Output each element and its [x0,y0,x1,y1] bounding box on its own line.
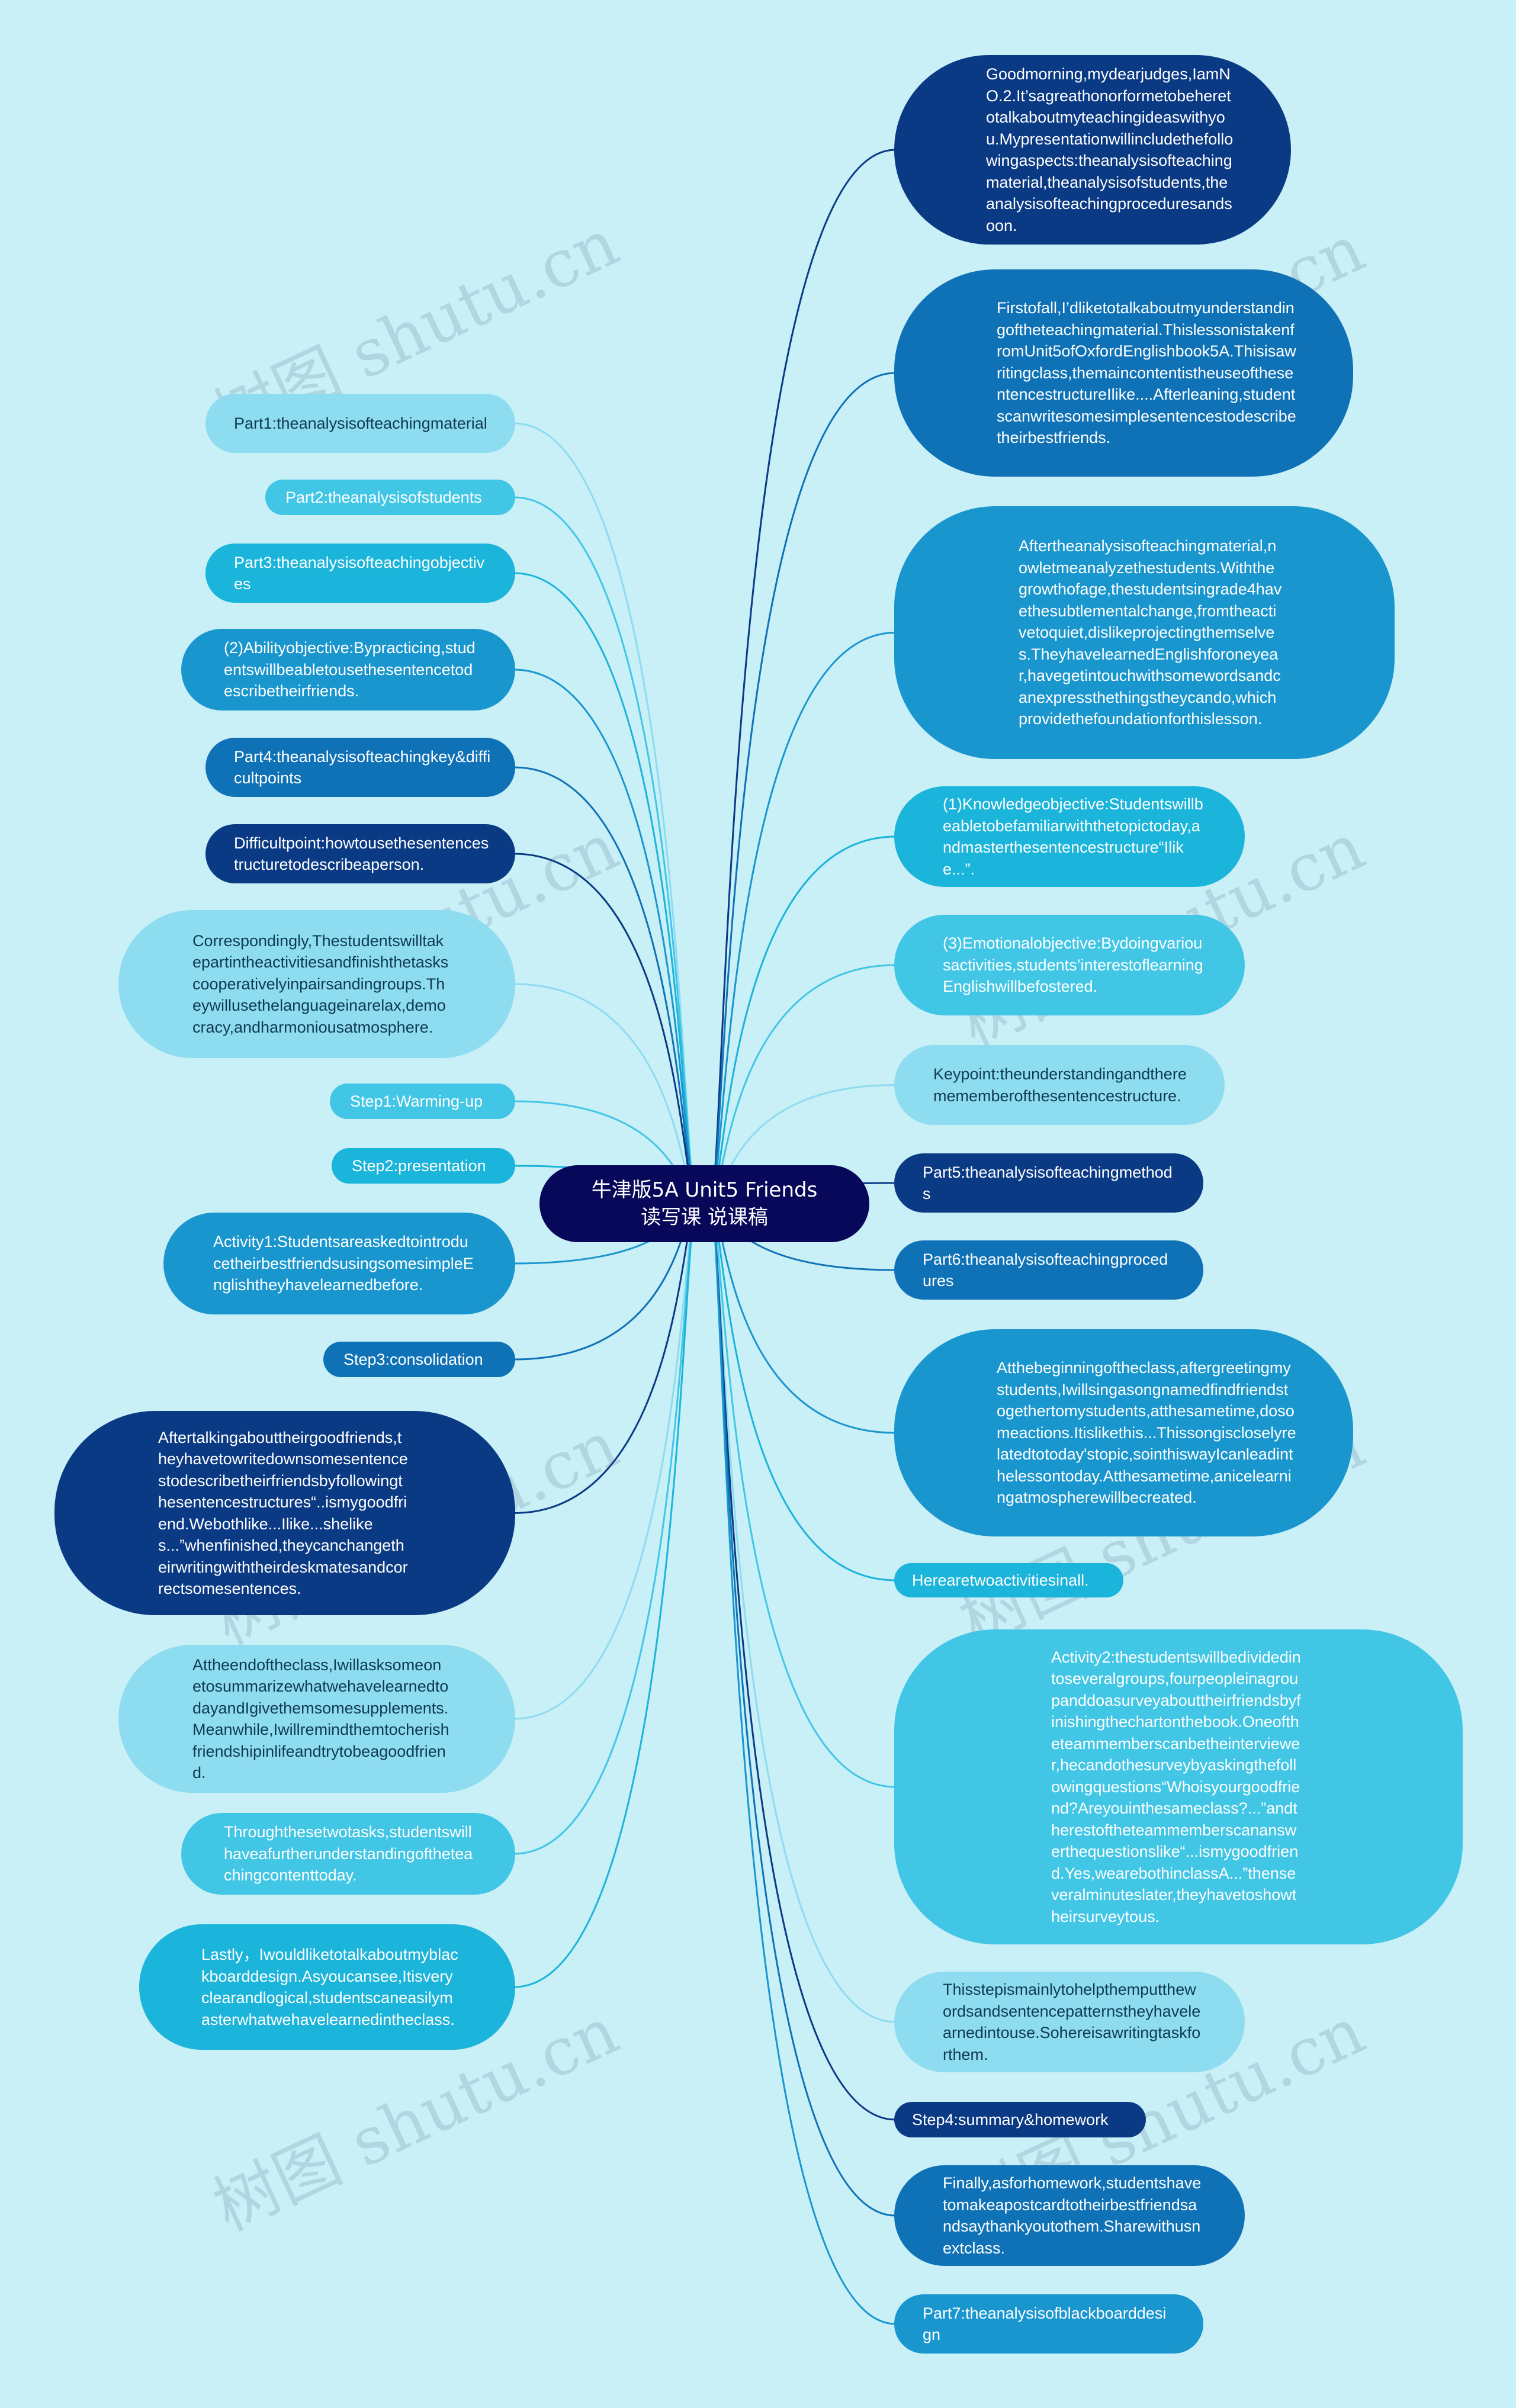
node-homework[interactable]: Finally,asforhomework,studentshavetomake… [894,2165,1245,2266]
node-text: (3)Emotionalobjective:Bydoingvariousacti… [943,934,1203,996]
node-text: Part6:theanalysisofteachingprocedures [923,1250,1168,1290]
node-warming-up-detail[interactable]: Atthebeginningoftheclass,aftergreetingmy… [894,1329,1353,1536]
node-text: Activity1:Studentsareaskedtointroducethe… [213,1233,474,1294]
node-text: Keypoint:theunderstandingandtherememembe… [933,1065,1187,1105]
node-consolidation-detail[interactable]: Thisstepismainlytohelpthemputthewordsand… [894,1972,1245,2072]
node-text: Finally,asforhomework,studentshavetomake… [943,2174,1202,2257]
node-text: Atthebeginningoftheclass,aftergreetingmy… [997,1359,1296,1507]
node-text: Firstofall,I’dliketotalkaboutmyunderstan… [997,299,1296,447]
node-text: Part2:theanalysisofstudents [285,488,482,506]
node-two-tasks-understanding[interactable]: Throughthesetwotasks,studentswillhaveafu… [181,1813,515,1895]
node-part4-key-difficult[interactable]: Part4:theanalysisofteachingkey&difficult… [205,738,515,797]
connector-line [709,1203,896,2325]
connector-line [709,632,896,1205]
node-introduction[interactable]: Goodmorning,mydearjudges,IamNO.2.It’sagr… [894,55,1291,245]
node-emotional-objective[interactable]: (3)Emotionalobjective:Bydoingvariousacti… [894,915,1245,1015]
node-students-analysis[interactable]: Aftertheanalysisofteachingmaterial,nowle… [894,506,1395,759]
node-text: Goodmorning,mydearjudges,IamNO.2.It’sagr… [986,65,1234,234]
node-text: Aftertheanalysisofteachingmaterial,nowle… [1019,537,1282,728]
node-part7-blackboard[interactable]: Part7:theanalysisofblackboarddesign [894,2294,1203,2354]
node-text: (1)Knowledgeobjective:Studentswillbeable… [943,795,1203,878]
node-summary-detail[interactable]: Attheendoftheclass,Iwillasksomeonetosumm… [118,1645,515,1793]
connector-line [709,1203,896,1581]
node-text: Step3:consolidation [343,1350,483,1368]
node-activity1[interactable]: Activity1:Studentsareaskedtointroducethe… [163,1213,515,1314]
connector-line [709,1203,896,2023]
connector-line [709,1203,896,2121]
connector-line [709,1203,896,1788]
node-text: Part5:theanalysisofteachingmethods [923,1163,1173,1203]
node-step2-presentation[interactable]: Step2:presentation [332,1148,515,1184]
node-text: Part3:theanalysisofteachingobjectives [234,553,485,593]
node-two-activities[interactable]: Herearetwoactivitiesinall. [894,1563,1123,1597]
node-part3-objectives[interactable]: Part3:theanalysisofteachingobjectives [205,544,515,603]
connector-line [709,835,896,1205]
node-text: Activity2:thestudentswillbedividedintose… [1051,1648,1301,1925]
connector-line [513,1203,698,1720]
connector-line [709,372,896,1205]
connector-line [513,1203,698,1988]
root-title-line2: 读写课 说课稿 [641,1205,768,1229]
node-text: Part1:theanalysisofteachingmaterial [234,414,487,432]
node-writing-task[interactable]: Aftertalkingabouttheirgoodfriends,theyha… [54,1411,515,1615]
node-text: Correspondingly,Thestudentswilltakeparti… [192,931,449,1036]
node-text: Throughthesetwotasks,studentswillhaveafu… [224,1823,473,1885]
node-teaching-material[interactable]: Firstofall,I’dliketotalkaboutmyunderstan… [894,269,1353,477]
node-cooperative-learning[interactable]: Correspondingly,Thestudentswilltakeparti… [118,910,515,1058]
node-text: Attheendoftheclass,Iwillasksomeonetosumm… [192,1655,449,1782]
root-title-line1: 牛津版5A Unit5 Friends [591,1178,818,1202]
node-step1-warming-up[interactable]: Step1:Warming-up [330,1084,515,1119]
node-text: Herearetwoactivitiesinall. [912,1571,1089,1589]
node-text: Difficultpoint:howtousethesentencestruct… [234,834,489,874]
node-activity2[interactable]: Activity2:thestudentswillbedividedintose… [894,1629,1463,1944]
node-step3-consolidation[interactable]: Step3:consolidation [323,1342,515,1377]
node-text: Thisstepismainlytohelpthemputthewordsand… [943,1981,1201,2063]
node-text: Step1:Warming-up [350,1092,483,1110]
node-difficult-point[interactable]: Difficultpoint:howtousethesentencestruct… [205,824,515,883]
node-text: Part7:theanalysisofblackboarddesign [923,2304,1167,2344]
connector-line [513,422,698,1205]
node-part2-students[interactable]: Part2:theanalysisofstudents [265,480,515,515]
node-text: Step4:summary&homework [912,2110,1109,2129]
node-text: Aftertalkingabouttheirgoodfriends,theyha… [158,1428,408,1598]
node-text: Lastly，Iwouldliketotalkaboutmyblackboard… [201,1946,458,2028]
node-blackboard-design[interactable]: Lastly，Iwouldliketotalkaboutmyblackboard… [139,1924,515,2050]
node-text: Step2:presentation [352,1156,486,1175]
node-key-point[interactable]: Keypoint:theunderstandingandtherememembe… [894,1045,1225,1125]
node-text: (2)Abilityobjective:Bypracticing,student… [224,639,476,700]
node-part6-procedures[interactable]: Part6:theanalysisofteachingprocedures [894,1240,1203,1300]
node-part5-methods[interactable]: Part5:theanalysisofteachingmethods [894,1153,1203,1213]
node-knowledge-objective[interactable]: (1)Knowledgeobjective:Studentswillbeable… [894,786,1245,887]
root-topic[interactable]: 牛津版5A Unit5 Friends 读写课 说课稿 [539,1165,869,1242]
node-step4-summary[interactable]: Step4:summary&homework [894,2102,1146,2137]
node-ability-objective[interactable]: (2)Abilityobjective:Bypracticing,student… [181,629,515,710]
node-text: Part4:theanalysisofteachingkey&difficult… [234,747,491,787]
connector-line [513,496,698,1205]
node-part1-material[interactable]: Part1:theanalysisofteachingmaterial [205,394,515,453]
